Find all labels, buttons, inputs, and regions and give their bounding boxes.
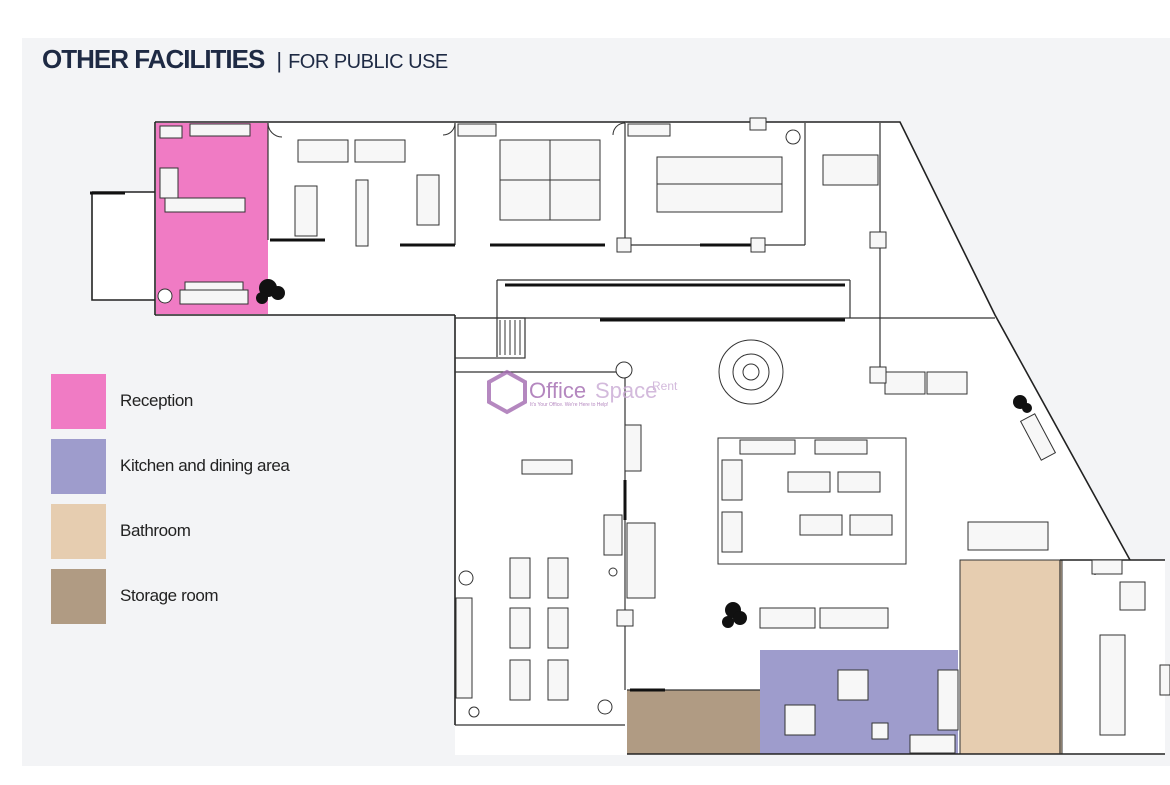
legend-label-kitchen: Kitchen and dining area <box>120 456 290 475</box>
title-subtitle: FOR PUBLIC USE <box>288 51 448 73</box>
watermark-brand-rent: Rent <box>652 379 678 393</box>
stair-lines <box>499 320 521 355</box>
door-swings <box>267 122 801 145</box>
legend-item-reception: Reception <box>51 373 351 429</box>
partitions <box>90 191 845 692</box>
legend-item-bathroom: Bathroom <box>51 503 351 559</box>
plant-icon <box>256 279 1032 628</box>
outer-walls <box>91 121 1165 755</box>
kitchen-tables <box>784 669 959 754</box>
legend-swatch-storage <box>51 568 106 624</box>
open-office-desks <box>521 366 1049 629</box>
storage-zone <box>627 690 760 754</box>
diagonal-cabinets <box>1019 413 1057 461</box>
small-fixtures <box>458 361 633 718</box>
legend-swatch-reception <box>51 373 106 429</box>
watermark-brand-office: Office <box>529 378 586 403</box>
legend-label-bathroom: Bathroom <box>120 521 191 540</box>
title-main: OTHER FACILITIES <box>42 44 265 74</box>
legend-swatch-kitchen <box>51 438 106 494</box>
watermark-brand-space: Space <box>595 378 657 403</box>
legend-label-storage: Storage room <box>120 586 219 605</box>
watermark-tagline: It's Your Office. We're Here to Help! <box>530 402 608 408</box>
floor-area <box>155 122 1165 755</box>
legend-item-kitchen: Kitchen and dining area <box>51 438 351 494</box>
title-separator: | <box>276 48 283 73</box>
round-table <box>718 339 784 405</box>
watermark: Office Space Rent It's Your Office. We'r… <box>487 369 678 415</box>
page-title: OTHER FACILITIES | FOR PUBLIC USE <box>42 44 448 76</box>
meeting-room <box>1091 559 1170 736</box>
legend-swatch-bathroom <box>51 503 106 559</box>
lower-left-workstations <box>455 424 656 701</box>
entry-vestibule <box>92 192 155 300</box>
legend-item-storage: Storage room <box>51 568 351 624</box>
legend-label-reception: Reception <box>120 391 193 410</box>
bathroom-zone <box>959 559 1063 755</box>
upper-office-desks <box>294 117 887 253</box>
reception-furniture <box>157 123 251 305</box>
